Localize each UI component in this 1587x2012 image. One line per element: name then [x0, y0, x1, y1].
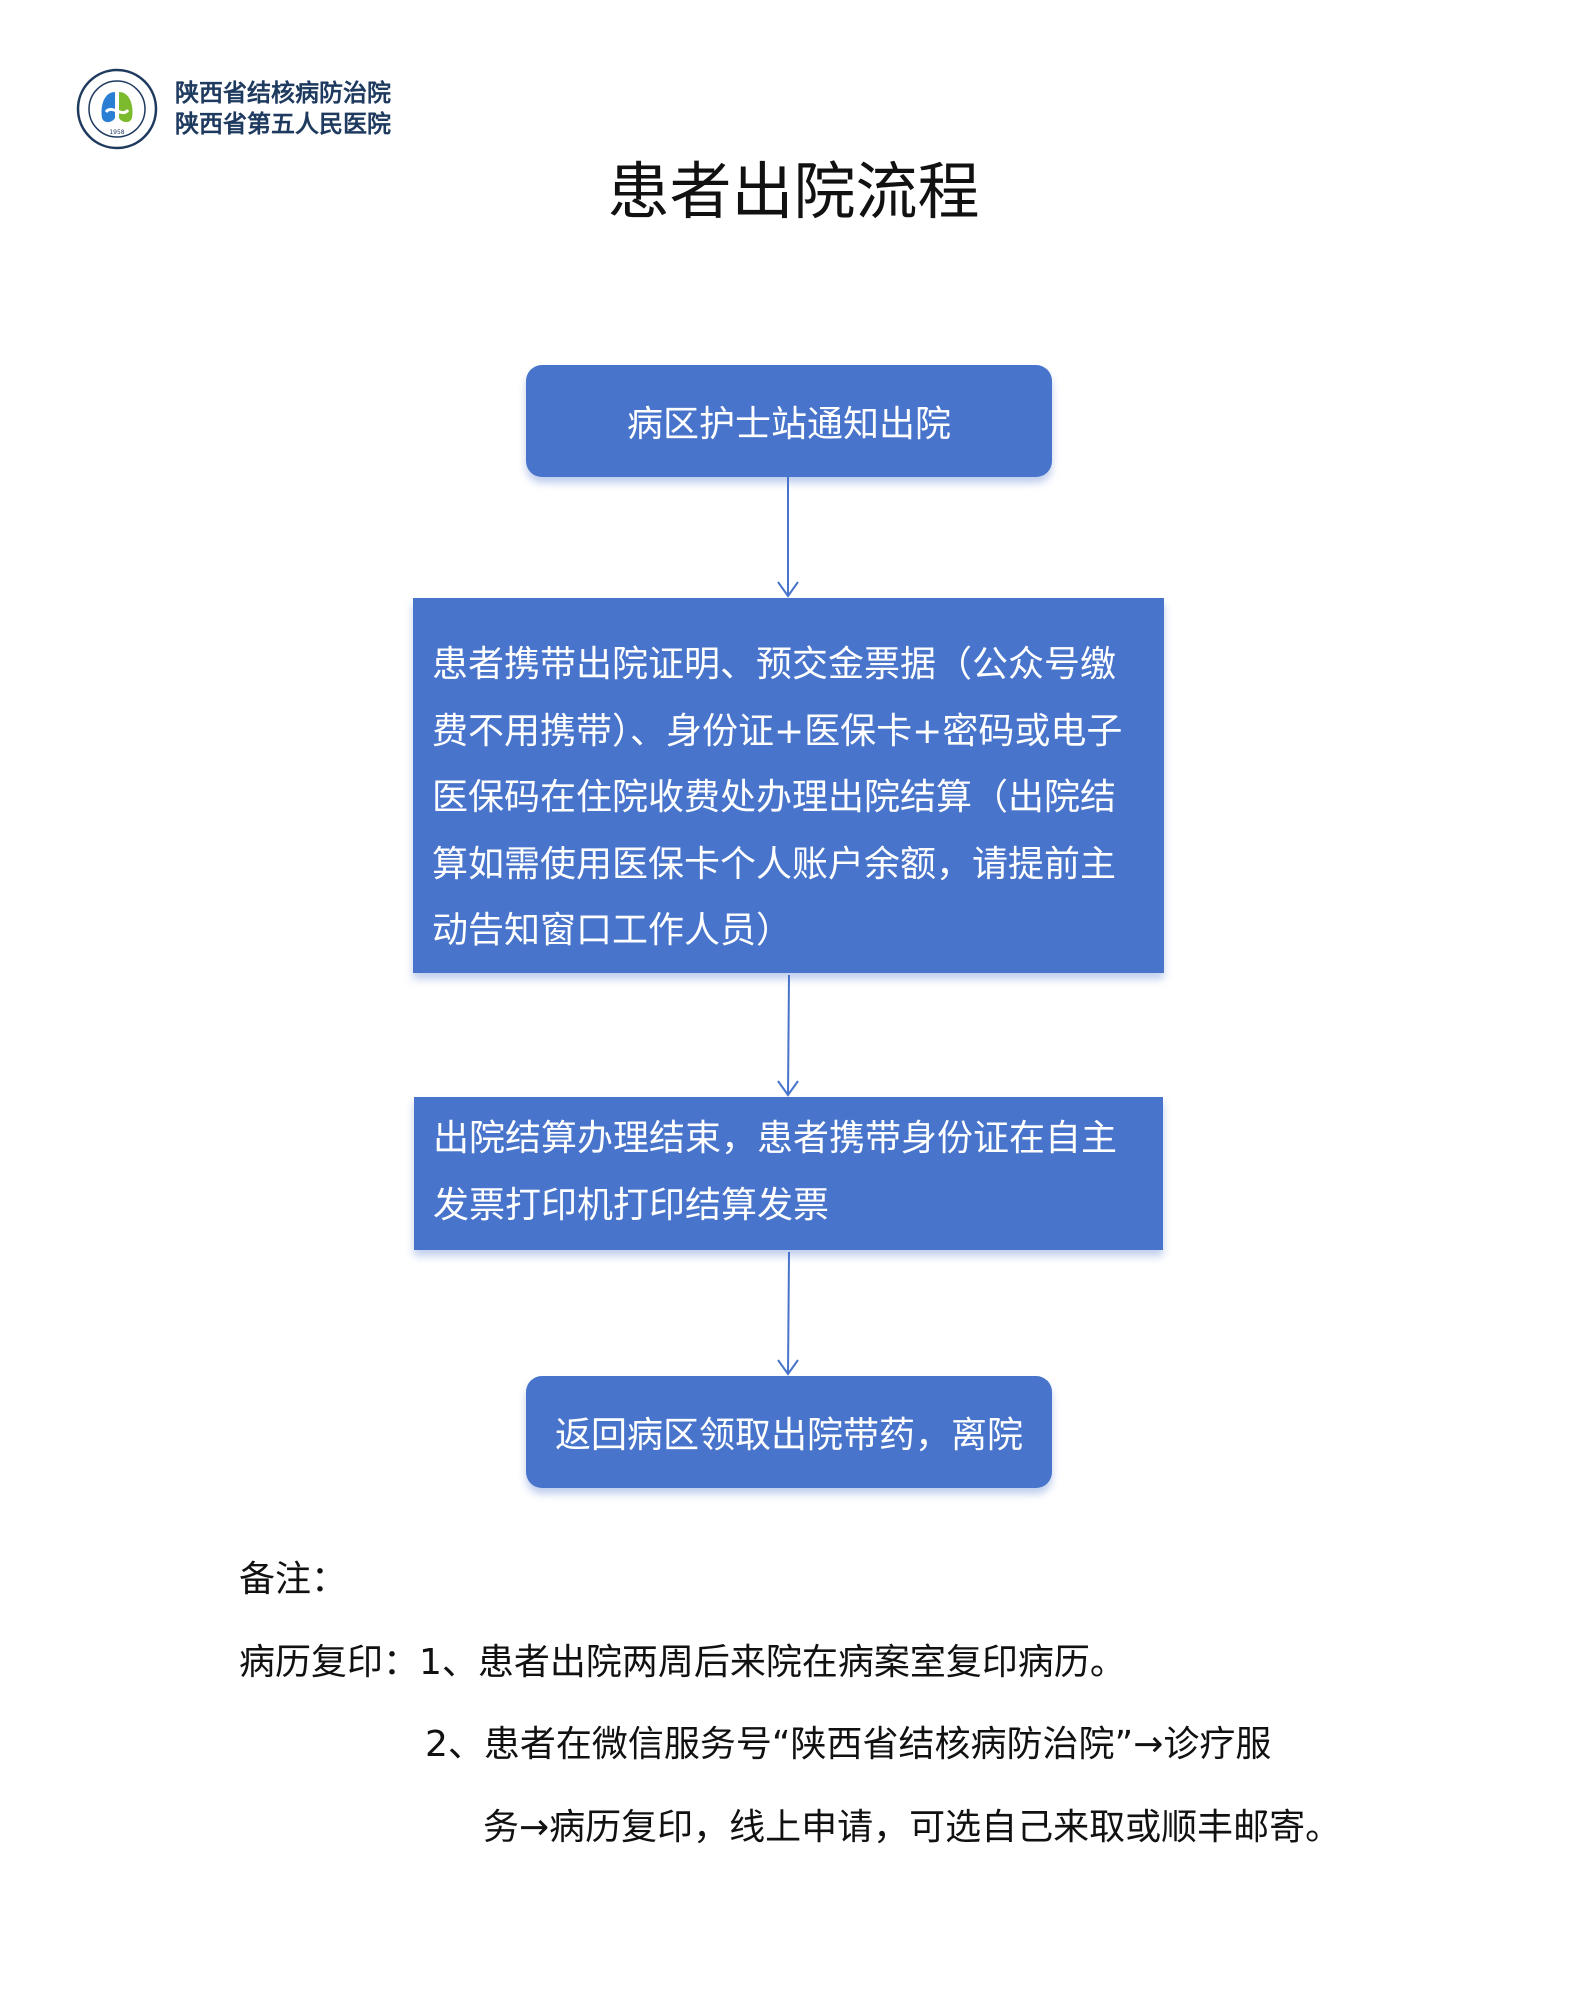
org-name-line1: 陕西省结核病防治院 [175, 79, 391, 107]
page-title: 患者出院流程 [607, 155, 980, 228]
step1-text: 病区护士站通知出院 [626, 404, 951, 445]
arrow-2 [787, 974, 790, 1096]
flow-step-settlement: 患者携带出院证明、预交金票据（公众号缴 费不用携带）、身份证+医保卡+密码或电子… [413, 598, 1164, 973]
organization-name: 陕西省结核病防治院 陕西省第五人民医院 [175, 78, 391, 140]
org-name-line2: 陕西省第五人民医院 [175, 110, 391, 138]
step3-line: 发票打印机打印结算发票 [433, 1184, 830, 1226]
step2-line: 医保码在住院收费处办理出院结算（出院结 [432, 777, 1117, 818]
notes-label: 病历复印： [239, 1642, 420, 1683]
step2-line: 动告知窗口工作人员） [432, 910, 793, 951]
step3-line: 出院结算办理结束，患者携带身份证在自主 [433, 1118, 1118, 1159]
step2-line: 算如需使用医保卡个人账户余额，请提前主 [432, 843, 1117, 885]
flow-step-leave: 返回病区领取出院带药，离院 [526, 1376, 1052, 1488]
notes-item1-text: 1、患者出院两周后来院在病案室复印病历。 [419, 1642, 1126, 1683]
arrow-3 [787, 1251, 790, 1375]
notes-item2-line2: 务→病历复印，线上申请，可选自己来取或顺丰邮寄。 [483, 1807, 1342, 1848]
flow-step-notify-discharge: 病区护士站通知出院 [526, 365, 1052, 477]
step4-text: 返回病区领取出院带药，离院 [554, 1415, 1023, 1456]
notes-item1: 病历复印：1、患者出院两周后来院在病案室复印病历。 [239, 1641, 1126, 1685]
notes-item2-line1: 2、患者在微信服务号“陕西省结核病防治院”→诊疗服 [425, 1724, 1272, 1765]
svg-text:1958: 1958 [109, 129, 124, 136]
step2-line: 费不用携带）、身份证+医保卡+密码或电子 [432, 710, 1123, 752]
notes-heading: 备注： [239, 1559, 348, 1600]
hospital-logo: 1958 [76, 68, 158, 150]
step2-line: 患者携带出院证明、预交金票据（公众号缴 [432, 644, 1117, 685]
flow-step-print-invoice: 出院结算办理结束，患者携带身份证在自主 发票打印机打印结算发票 [414, 1097, 1163, 1250]
